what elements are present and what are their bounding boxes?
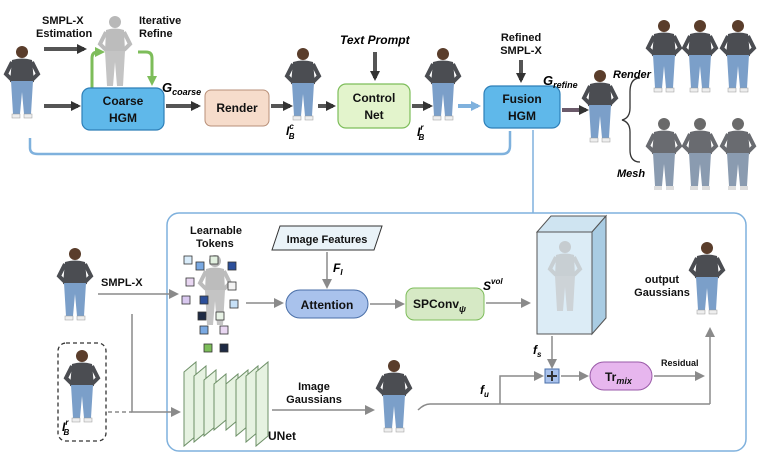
- coarse-hgm-label-1: Coarse: [103, 94, 144, 108]
- image-gaussians-label-2: Gaussians: [286, 394, 342, 406]
- mesh-view-3: [720, 116, 756, 192]
- image-gaussians-label-1: Image: [298, 381, 330, 393]
- output-gaussians-label-2: Gaussians: [634, 287, 690, 299]
- output-gaussians-label-1: output: [645, 274, 680, 286]
- arrow-to-unet: [131, 314, 181, 417]
- detail-panel: [166, 212, 747, 452]
- arrow-fu-to-plus: [499, 371, 544, 404]
- refine-loop-arrow-right: [138, 50, 157, 86]
- input-person-image: [4, 44, 40, 120]
- reference-person-image: [64, 348, 100, 424]
- smplx-estimation-label-2: Estimation: [36, 28, 93, 40]
- image-features-box: [271, 225, 383, 251]
- feature-volume-cube: [535, 214, 608, 336]
- panel-input-person: [57, 246, 93, 322]
- spconv-label: SPConvψ: [413, 297, 466, 314]
- f-u-label: fu: [480, 383, 489, 399]
- render-views-label: Render: [613, 69, 652, 81]
- image-gaussians-residual-path: [417, 403, 710, 411]
- controlnet-box: [337, 83, 411, 129]
- g-coarse-label: Gcoarse: [162, 80, 201, 97]
- refined-person-image: [425, 46, 461, 122]
- fusion-hgm-label-1: Fusion: [502, 92, 541, 106]
- mesh-view-2: [682, 116, 718, 192]
- render-view-3: [720, 18, 756, 94]
- render-view-2: [682, 18, 718, 94]
- output-person-image: [582, 68, 618, 144]
- unet-label: UNet: [268, 429, 296, 443]
- controlnet-label-2: Net: [364, 108, 383, 122]
- s-vol-label: Svol: [483, 277, 503, 293]
- learnable-token-cubes: [181, 255, 239, 353]
- fusion-hgm-box: [483, 85, 561, 129]
- residual-label: Residual: [661, 358, 699, 368]
- render-view-1: [646, 18, 682, 94]
- mesh-view-1: [646, 116, 682, 192]
- controlnet-label-1: Control: [353, 91, 396, 105]
- fusion-hgm-label-2: HGM: [508, 109, 536, 123]
- trmix-box: [589, 361, 653, 391]
- text-prompt-label: Text Prompt: [340, 33, 411, 47]
- skip-connection-arrow: [28, 131, 512, 156]
- reference-image-box: [57, 342, 107, 442]
- spconv-box: [405, 287, 485, 321]
- rendered-person-image: [285, 46, 321, 122]
- render-label: Render: [216, 101, 258, 115]
- refined-smplx-label-1: Refined: [501, 32, 541, 44]
- g-refine-label: Grefine: [543, 73, 578, 90]
- trmix-label: Trmix: [605, 370, 633, 386]
- learnable-tokens-label-1: Learnable: [190, 225, 242, 237]
- coarse-hgm-label-2: HGM: [109, 111, 137, 125]
- render-box: [204, 89, 270, 127]
- smpl-body-model: [98, 14, 132, 88]
- output-gaussians-person: [689, 240, 725, 316]
- f-i-label: FI: [333, 261, 343, 277]
- add-operator: [544, 368, 560, 384]
- image-gaussians-person: [376, 358, 412, 434]
- unet-block: [183, 360, 269, 448]
- render-mesh-brace: [621, 77, 641, 163]
- refined-smplx-label-2: SMPL-X: [500, 45, 542, 57]
- iterative-refine-label-2: Refine: [139, 28, 173, 40]
- refine-loop-arrow-left: [90, 47, 105, 88]
- attention-label: Attention: [301, 298, 354, 312]
- mesh-views-label: Mesh: [617, 168, 645, 180]
- image-features-label: Image Features: [287, 234, 368, 246]
- attention-box: [285, 289, 369, 319]
- smplx-input-label: SMPL-X: [101, 277, 143, 289]
- f-s-label: fs: [533, 343, 542, 359]
- smplx-estimation-label-1: SMPL-X: [42, 15, 84, 27]
- iterative-refine-label-1: Iterative: [139, 15, 181, 27]
- learnable-tokens-label-2: Tokens: [196, 238, 234, 250]
- coarse-hgm-box: [81, 87, 165, 131]
